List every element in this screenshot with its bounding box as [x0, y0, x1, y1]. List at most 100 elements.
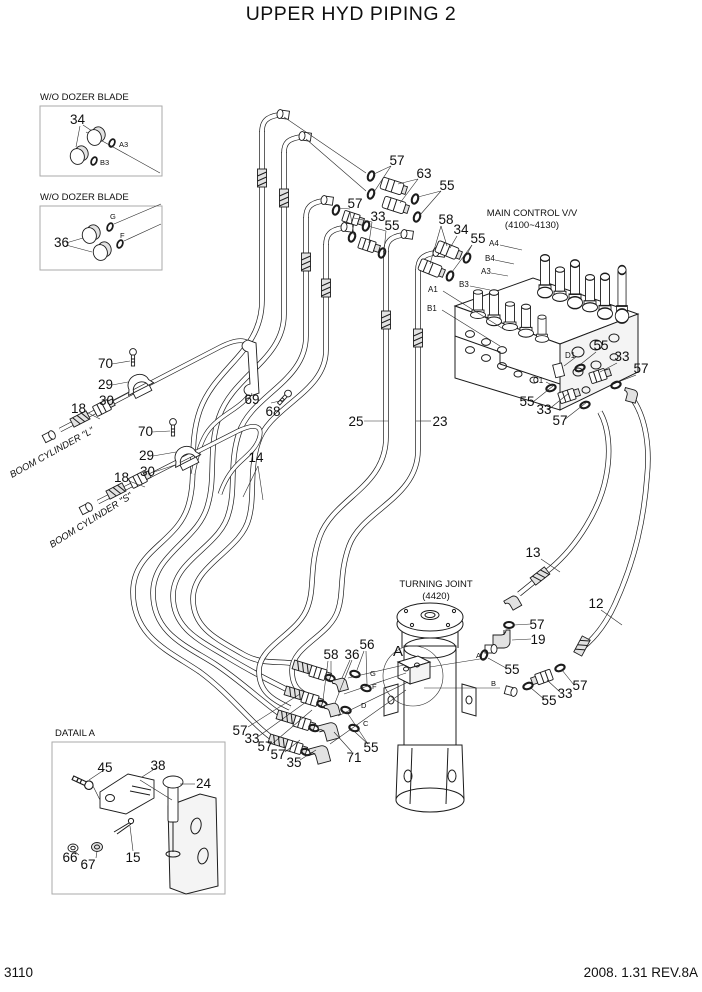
callout-33-a: 33	[370, 209, 385, 224]
callout-c1-33: 33	[536, 402, 551, 417]
inset1-part-34: 34	[70, 112, 86, 127]
boom-s-bolt-70: 70	[138, 424, 153, 439]
callout-tja-55: 55	[504, 662, 519, 677]
detail-a-marker: A	[393, 643, 403, 660]
tj-port-c: C	[363, 719, 369, 728]
nut-67	[91, 842, 103, 852]
callout-cl-71: 71	[346, 750, 361, 765]
callout-c1-57: 57	[552, 413, 567, 428]
page-title: UPPER HYD PIPING 2	[246, 3, 457, 25]
callout-68: 68	[265, 404, 280, 419]
boom-l-clamp-29: 29	[98, 377, 113, 392]
callout-23: 23	[432, 414, 447, 429]
detail-part-45: 45	[97, 760, 112, 775]
tj-port-b: B	[491, 679, 496, 688]
callout-cl-55: 55	[363, 740, 378, 755]
callout-cl-57c: 57	[270, 747, 285, 762]
inset-box-wo-dozer-2: W/O DOZER BLADE 36 G F	[39, 192, 163, 271]
callout-25: 25	[348, 414, 363, 429]
boom-s-cushion-30: 30	[140, 464, 155, 479]
upper-fitting-chains	[283, 116, 473, 283]
callout-tjb-55: 55	[541, 693, 556, 708]
detail-part-38: 38	[150, 758, 165, 773]
valve-port-d1: D1	[565, 351, 576, 360]
valve-ports	[465, 330, 620, 394]
inset1-port-b3: B3	[100, 158, 109, 167]
callout-58-a: 58	[438, 212, 453, 227]
valve-port-c1: C1	[533, 376, 544, 385]
detail-part-15: 15	[125, 850, 140, 865]
callout-14: 14	[248, 450, 264, 465]
callout-d1-55: 55	[593, 338, 608, 353]
callout-34: 34	[453, 222, 469, 237]
valve-port-b4: B4	[485, 254, 495, 263]
turning-joint-title: TURNING JOINT	[399, 579, 473, 590]
tj-port-a: A	[476, 651, 481, 660]
callout-cl-35: 35	[286, 755, 301, 770]
callout-cl-58: 58	[323, 647, 338, 662]
boom-l-cushion-30: 30	[99, 393, 114, 408]
valve-port-a4: A4	[489, 239, 499, 248]
washer-66	[67, 843, 79, 853]
valve-subtitle: (4100~4130)	[505, 220, 559, 231]
valve-title: MAIN CONTROL V/V	[487, 208, 578, 219]
valve-to-joint-hoses	[519, 401, 648, 651]
boom-s-clamp-29: 29	[139, 448, 154, 463]
leader-lines	[85, 165, 637, 761]
callout-d1-57: 57	[633, 361, 648, 376]
inset1-heading: W/O DOZER BLADE	[40, 92, 129, 103]
bracket-38	[99, 773, 155, 815]
callout-69: 69	[244, 392, 259, 407]
detail-a-heading: DATAIL A	[55, 728, 96, 739]
valve-port-b1: B1	[427, 304, 437, 313]
callout-cl-33: 33	[244, 731, 259, 746]
callout-55-a: 55	[439, 178, 454, 193]
inset2-heading: W/O DOZER BLADE	[40, 192, 129, 203]
detail-part-66: 66	[62, 850, 77, 865]
boom-s-name: BOOM CYLINDER "S"	[48, 490, 135, 550]
callout-tja-19: 19	[530, 632, 545, 647]
callout-tjb-57: 57	[572, 678, 587, 693]
detail-a-circle	[382, 645, 444, 707]
tj-port-f: F	[372, 682, 377, 691]
valve-port-a3: A3	[481, 267, 491, 276]
inset2-port-f: F	[120, 231, 125, 240]
callout-57-a: 57	[389, 153, 404, 168]
detail-part-24: 24	[196, 776, 212, 791]
detail-part-67: 67	[80, 857, 95, 872]
callout-57-b: 57	[347, 196, 362, 211]
inset1-port-a3: A3	[119, 140, 128, 149]
callout-tjb-33: 33	[557, 686, 572, 701]
inset-box-wo-dozer-1: W/O DOZER BLADE 34 A3 B3	[39, 92, 163, 177]
boom-s-hose-18: 18	[114, 470, 129, 485]
tj-port-g: G	[370, 669, 376, 678]
callout-tja-57: 57	[529, 617, 544, 632]
callout-cl-57b: 57	[257, 739, 272, 754]
clamps-and-bolts	[121, 339, 294, 474]
callout-cl-56: 56	[359, 637, 374, 652]
callout-13: 13	[525, 545, 540, 560]
callout-63: 63	[416, 166, 431, 181]
boom-l-bolt-70: 70	[98, 356, 113, 371]
callout-55-b: 55	[384, 218, 399, 233]
turning-joint	[382, 602, 477, 813]
inset2-part-36: 36	[54, 235, 69, 250]
boom-l-hose-18: 18	[71, 401, 86, 416]
callout-cl-57a: 57	[232, 723, 247, 738]
revision-date: 2008. 1.31 REV.8A	[584, 965, 698, 980]
pin-24	[167, 783, 179, 823]
callout-cl-36: 36	[344, 647, 359, 662]
pipe-bracket-69	[241, 339, 260, 397]
detail-a-box: DATAIL A 45 38 24 66 67 15	[51, 728, 226, 895]
valve-port-b3: B3	[459, 280, 469, 289]
turning-joint-a-chain	[478, 620, 515, 662]
tj-port-d: D	[361, 701, 367, 710]
page-number: 3110	[4, 965, 33, 980]
turning-joint-subtitle: (4420)	[422, 591, 449, 602]
inset2-port-g: G	[110, 212, 116, 221]
callout-12: 12	[588, 596, 603, 611]
main-control-valve	[453, 254, 640, 411]
cotter-pin-15	[127, 817, 135, 825]
